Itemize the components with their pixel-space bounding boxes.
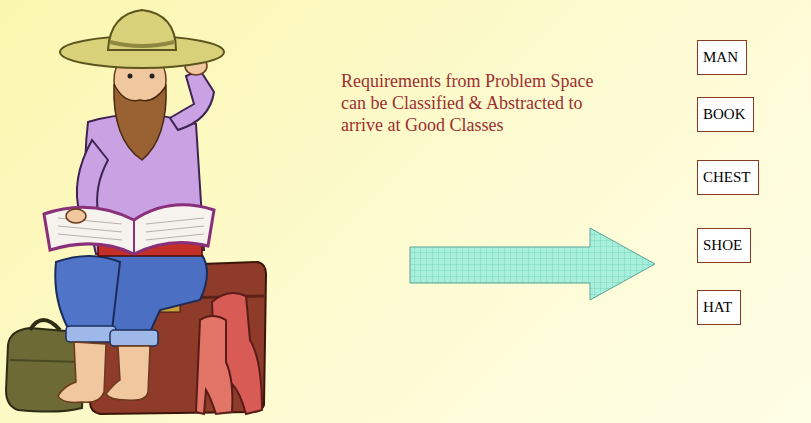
class-box: MAN bbox=[697, 40, 747, 75]
class-name: CHEST bbox=[703, 168, 752, 186]
class-name: MAN bbox=[703, 48, 740, 66]
class-name: SHOE bbox=[703, 236, 744, 254]
class-name: HAT bbox=[703, 298, 734, 316]
class-box: HAT bbox=[697, 290, 741, 325]
block-arrow bbox=[410, 228, 655, 300]
class-box: CHEST bbox=[697, 160, 759, 195]
class-name: BOOK bbox=[703, 105, 747, 123]
class-box: SHOE bbox=[697, 228, 751, 263]
class-box: BOOK bbox=[697, 97, 754, 132]
man-clipart bbox=[6, 10, 266, 414]
slide-note: Requirements from Problem Space can be C… bbox=[341, 70, 611, 136]
